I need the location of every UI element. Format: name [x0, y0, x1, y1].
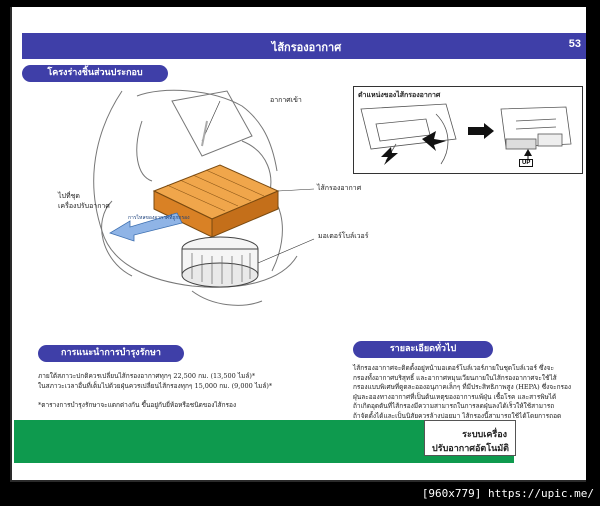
- label-blower-motor: มอเตอร์โบล์เวอร์: [318, 232, 369, 240]
- air-filter-shape: [152, 164, 280, 238]
- duct-outline: [136, 89, 278, 172]
- airflow-arrow: [109, 212, 183, 242]
- inset-title: ตำแหน่งของไส้กรองอากาศ: [358, 90, 441, 99]
- component-diagram: [93, 89, 315, 306]
- image-credit: [960x779] https://upic.me/: [421, 487, 594, 500]
- details-line: ถ้าเกิดอุดตันที่ไส้กรองมีความสามารถในการ…: [353, 402, 555, 410]
- details-line: ฝุ่นละอองทางอากาศที่เป็นต้นเหตุของอาการแ…: [353, 392, 557, 401]
- page-title-bar: ไส้กรองอากาศ 53: [22, 33, 586, 59]
- section-heading-details: รายละเอียดทั่วไป: [353, 341, 493, 358]
- details-line: ไส้กรองอากาศจะติดตั้งอยู่หน้ามอเตอร์โบล์…: [353, 364, 554, 372]
- label-to-evap-1: ไปที่ชุด: [58, 192, 80, 200]
- dashboard-outline: [93, 90, 298, 288]
- inset-drawing: [360, 103, 572, 165]
- maintenance-line-1: ภายใต้สภาวะปกติควรเปลี่ยนไส้กรองอากาศทุก…: [38, 372, 256, 380]
- document-page: ไส้กรองอากาศ 53 โครงร่างชิ้นส่วนประกอบ: [10, 7, 586, 482]
- page-number: 53: [568, 38, 581, 50]
- maintenance-note: *ตารางการบำรุงรักษาจะแตกต่างกัน ขึ้นอยู่…: [38, 401, 237, 409]
- label-air-inlet: อากาศเข้า: [270, 96, 302, 104]
- footer-line-1: ระบบเครื่อง: [462, 430, 507, 440]
- label-air-filter: ไส้กรองอากาศ: [317, 184, 362, 192]
- footer-line-2: ปรับอากาศอัตโนมัติ: [432, 444, 509, 454]
- location-inset: ตำแหน่งของไส้กรองอากาศ UP: [353, 86, 583, 174]
- inlet-duct: [171, 90, 253, 157]
- housing-left: [101, 200, 133, 277]
- label-to-evap-2: เครื่องปรับอากาศ: [58, 202, 110, 210]
- blower-motor-shape: [181, 236, 259, 288]
- up-label: UP: [519, 159, 534, 167]
- details-line: กรองทั้งอากาศบริสุทธิ์ และอากาศหมุนเวียน…: [353, 373, 557, 382]
- footer-label-box: ระบบเครื่อง ปรับอากาศอัตโนมัติ: [424, 420, 516, 456]
- section-heading-maintenance: การแนะนำการบำรุงรักษา: [38, 345, 184, 362]
- maintenance-line-2: ในสภาวะเวลาอื่นที่เต็มไปด้วยฝุ่นควรเปลี่…: [38, 381, 273, 390]
- inlet-arrow: [201, 120, 208, 147]
- section-heading-components: โครงร่างชิ้นส่วนประกอบ: [22, 65, 168, 82]
- details-line: ถ้าจัดตั้งได้และเป็นนิสัยควรล้างบ่อยมา ไ…: [353, 411, 562, 420]
- label-air-flow: การไหลของอากาศที่ถูกกรอง: [128, 215, 190, 221]
- details-line: กรองแบบพิเศษที่ดูดละอองอนุภาคเล็กๆ ที่มี…: [353, 383, 572, 391]
- page-title: ไส้กรองอากาศ: [271, 41, 342, 54]
